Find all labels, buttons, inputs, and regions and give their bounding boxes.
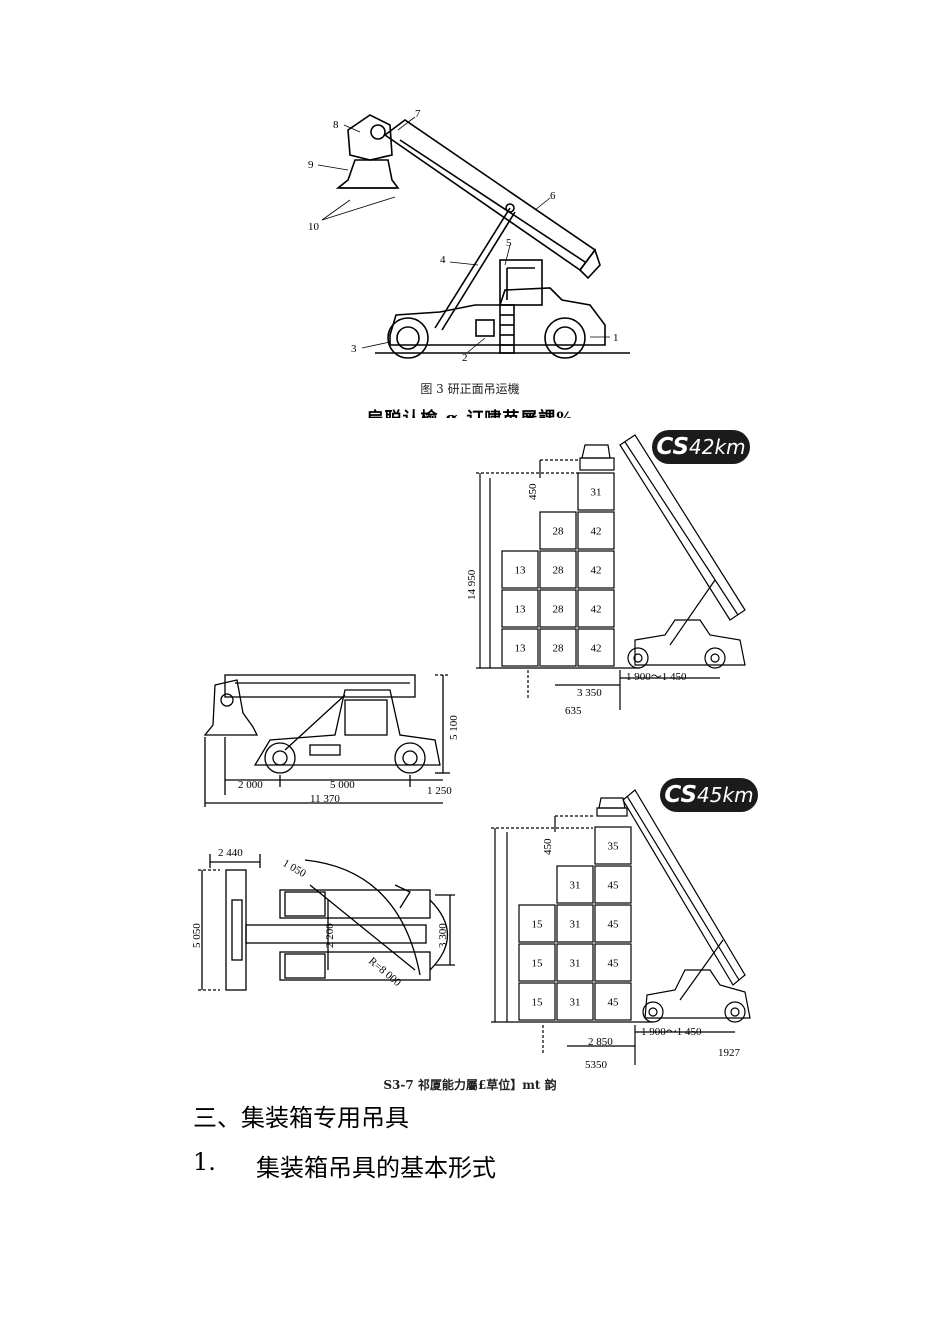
cs45-container-label: 45 — [608, 880, 620, 892]
cs45-container-box — [556, 904, 594, 943]
figure-1-cut-text: 扁聪认榆 α 订啸苗屡課% — [300, 404, 640, 418]
top-dim-2440: 2 440 — [218, 847, 243, 859]
cs42-dim-range: 1 900～1 450 — [626, 671, 687, 683]
cs42-container-box — [501, 628, 539, 667]
top-dim-radius: R=8 000 — [366, 955, 403, 989]
cs45-container-box — [518, 982, 556, 1021]
cs42-container-label: 42 — [591, 526, 602, 538]
cs45-container-label: 15 — [532, 958, 544, 970]
subsection-title: 集装箱吊具的基本形式 — [256, 1154, 496, 1182]
cs45-container-label: 35 — [608, 841, 620, 853]
top-view-diagram: 2 440 1 050 5 050 3 300 2 200 R=8 000 — [191, 847, 455, 991]
cs42-container-label: 28 — [553, 526, 565, 538]
cs45-stacking-diagram: 15 15 15 31 31 31 31 45 45 45 45 35 450 2 850 1 900… — [491, 789, 751, 1070]
cs42-dim-450: 450 — [527, 483, 539, 500]
part-label-9: 9 — [308, 159, 314, 171]
cs45-badge: CS45km — [660, 778, 758, 812]
section-heading: 三、集装箱专用吊具 — [193, 1104, 409, 1132]
cs45-container-label: 31 — [570, 958, 581, 970]
part-label-10: 10 — [308, 221, 320, 233]
part-label-2: 2 — [462, 352, 468, 364]
cs45-container-box — [594, 943, 632, 982]
cs45-dim-450: 450 — [542, 838, 554, 855]
cs42-badge: CS42km — [652, 430, 750, 464]
cs42-container-label: 28 — [553, 604, 565, 616]
cs42-container-label: 13 — [515, 565, 527, 577]
cs42-dim-bottom: 635 — [565, 705, 582, 715]
figure-2-caption: S3-7 祁厦能力屬£草位】mt 韵 — [383, 1078, 557, 1092]
cs45-container-label: 31 — [570, 880, 581, 892]
reach-stacker-diagram: 1 2 3 4 5 6 7 8 9 10 — [308, 108, 630, 364]
cs45-container-label: 45 — [608, 958, 620, 970]
cs42-container-label: 28 — [553, 643, 565, 655]
cs45-container-label: 15 — [532, 919, 544, 931]
cs42-badge-prefix: CS — [656, 434, 690, 460]
cs42-container-box — [577, 628, 615, 667]
side-dim-1250: 1 250 — [427, 785, 452, 797]
figure-1-caption: 图 3 研正面吊运機 — [420, 382, 520, 396]
side-dim-2000: 2 000 — [238, 779, 263, 791]
cs45-dim-bottom: 5350 — [585, 1059, 608, 1070]
cs45-dim-1927: 1927 — [718, 1047, 741, 1059]
cs45-dim-2850: 2 850 — [588, 1036, 613, 1048]
cs45-container-box — [518, 904, 556, 943]
cs42-dim-3350: 3 350 — [577, 687, 602, 699]
part-label-4: 4 — [440, 254, 446, 266]
subsection-number: 1. — [193, 1148, 216, 1176]
side-view-diagram: 5 100 2 000 5 000 1 250 11 370 — [203, 674, 460, 807]
side-dim-5100: 5 100 — [448, 715, 460, 740]
cs42-container-label: 42 — [591, 604, 602, 616]
part-label-8: 8 — [333, 119, 339, 131]
top-dim-1050: 1 050 — [281, 857, 309, 880]
cs45-container-box — [594, 826, 632, 865]
cs42-container-label: 28 — [553, 565, 565, 577]
part-label-7: 7 — [415, 108, 421, 120]
cs42-container-box — [539, 511, 577, 550]
cs45-container-box — [556, 943, 594, 982]
cs45-container-label: 45 — [608, 919, 620, 931]
cs45-container-label: 45 — [608, 997, 620, 1009]
cs45-badge-suffix: 45km — [697, 783, 754, 807]
cs42-container-box — [577, 550, 615, 589]
cs42-container-label: 13 — [515, 643, 527, 655]
cs42-dim-height: 14 950 — [466, 569, 478, 600]
cs42-container-box — [501, 589, 539, 628]
cs45-container-label: 31 — [570, 997, 581, 1009]
cs45-badge-prefix: CS — [664, 782, 698, 808]
side-dim-11370: 11 370 — [310, 793, 340, 805]
cs45-container-box — [594, 865, 632, 904]
cs42-container-label: 42 — [591, 565, 602, 577]
cs42-stacking-diagram: 13 13 13 28 28 28 28 42 42 42 42 31 450 14 950 3 35… — [466, 434, 746, 715]
cs45-container-label: 15 — [532, 997, 544, 1009]
cs45-container-box — [556, 865, 594, 904]
cs42-container-box — [577, 472, 615, 511]
cs45-dim-range: 1 900～1 450 — [641, 1026, 702, 1038]
cs42-container-box — [539, 589, 577, 628]
cs42-container-label: 13 — [515, 604, 527, 616]
cs45-container-box — [518, 943, 556, 982]
part-label-3: 3 — [351, 343, 357, 355]
cs45-container-box — [594, 982, 632, 1021]
part-label-6: 6 — [550, 190, 556, 202]
part-label-1: 1 — [613, 332, 619, 344]
cs42-container-label: 42 — [591, 643, 602, 655]
cs45-container-label: 31 — [570, 919, 581, 931]
cs42-container-label: 31 — [591, 487, 602, 499]
cs42-badge-suffix: 42km — [689, 435, 746, 459]
cs42-container-box — [577, 589, 615, 628]
cs42-container-box — [539, 550, 577, 589]
side-dim-5000: 5 000 — [330, 779, 355, 791]
cs42-container-box — [577, 511, 615, 550]
cs45-container-box — [556, 982, 594, 1021]
top-dim-3300: 3 300 — [437, 923, 449, 948]
cs42-container-box — [501, 550, 539, 589]
cs42-container-box — [539, 628, 577, 667]
top-dim-5050: 5 050 — [191, 923, 203, 948]
cs45-container-box — [594, 904, 632, 943]
part-label-5: 5 — [506, 237, 512, 249]
top-dim-2200: 2 200 — [324, 923, 336, 948]
